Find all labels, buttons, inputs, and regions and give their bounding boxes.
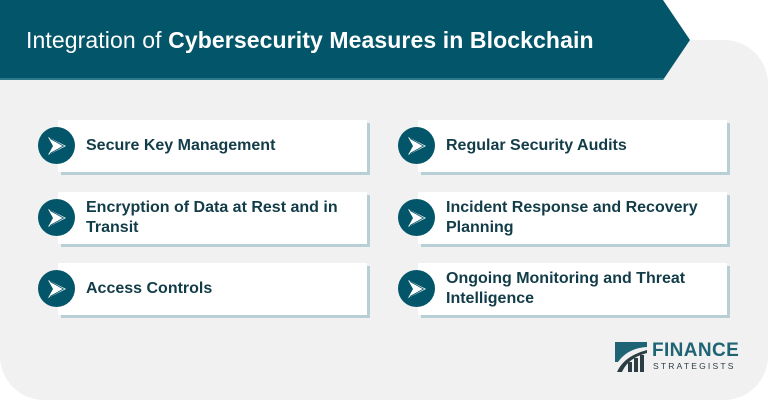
arrow-right-icon bbox=[398, 270, 435, 307]
page-title-bold: Cybersecurity Measures in Blockchain bbox=[168, 27, 594, 53]
measure-card: Regular Security Audits bbox=[418, 120, 727, 172]
arrow-right-icon bbox=[398, 199, 435, 236]
logo-wordmark: FINANCE bbox=[652, 340, 740, 361]
page-title-light: Integration of bbox=[26, 27, 169, 53]
finance-strategists-logo: FINANCE STRATEGISTS bbox=[614, 340, 739, 376]
measure-item: Incident Response and Recovery Planning bbox=[398, 192, 730, 244]
measure-item: Ongoing Monitoring and Threat Intelligen… bbox=[398, 263, 730, 315]
measure-label: Regular Security Audits bbox=[446, 137, 627, 154]
measure-item: Access Controls bbox=[38, 263, 370, 315]
measure-label: Secure Key Management bbox=[86, 137, 276, 154]
measure-label: Access Controls bbox=[86, 280, 213, 297]
measure-card: Access Controls bbox=[58, 263, 367, 315]
measure-item: Regular Security Audits bbox=[398, 120, 730, 172]
measure-card: Encryption of Data at Rest and in Transi… bbox=[58, 192, 367, 244]
arrow-right-icon bbox=[398, 127, 435, 164]
title-banner: Integration of Cybersecurity Measures in… bbox=[0, 0, 690, 80]
logo-subtitle: STRATEGISTS bbox=[653, 361, 736, 371]
measure-item: Secure Key Management bbox=[38, 120, 370, 172]
measure-card: Secure Key Management bbox=[58, 120, 367, 172]
logo-mark-icon bbox=[615, 342, 647, 372]
arrow-right-icon bbox=[38, 127, 75, 164]
page-title: Integration of Cybersecurity Measures in… bbox=[26, 0, 594, 80]
measure-item: Encryption of Data at Rest and in Transi… bbox=[38, 192, 370, 244]
arrow-right-icon bbox=[38, 270, 75, 307]
measure-card: Ongoing Monitoring and Threat Intelligen… bbox=[418, 263, 727, 315]
arrow-right-icon bbox=[38, 199, 75, 236]
measure-label: Incident Response and Recovery Planning bbox=[446, 199, 698, 236]
measure-label: Ongoing Monitoring and Threat Intelligen… bbox=[446, 270, 686, 307]
measure-card: Incident Response and Recovery Planning bbox=[418, 192, 727, 244]
measure-label: Encryption of Data at Rest and in Transi… bbox=[86, 199, 338, 236]
